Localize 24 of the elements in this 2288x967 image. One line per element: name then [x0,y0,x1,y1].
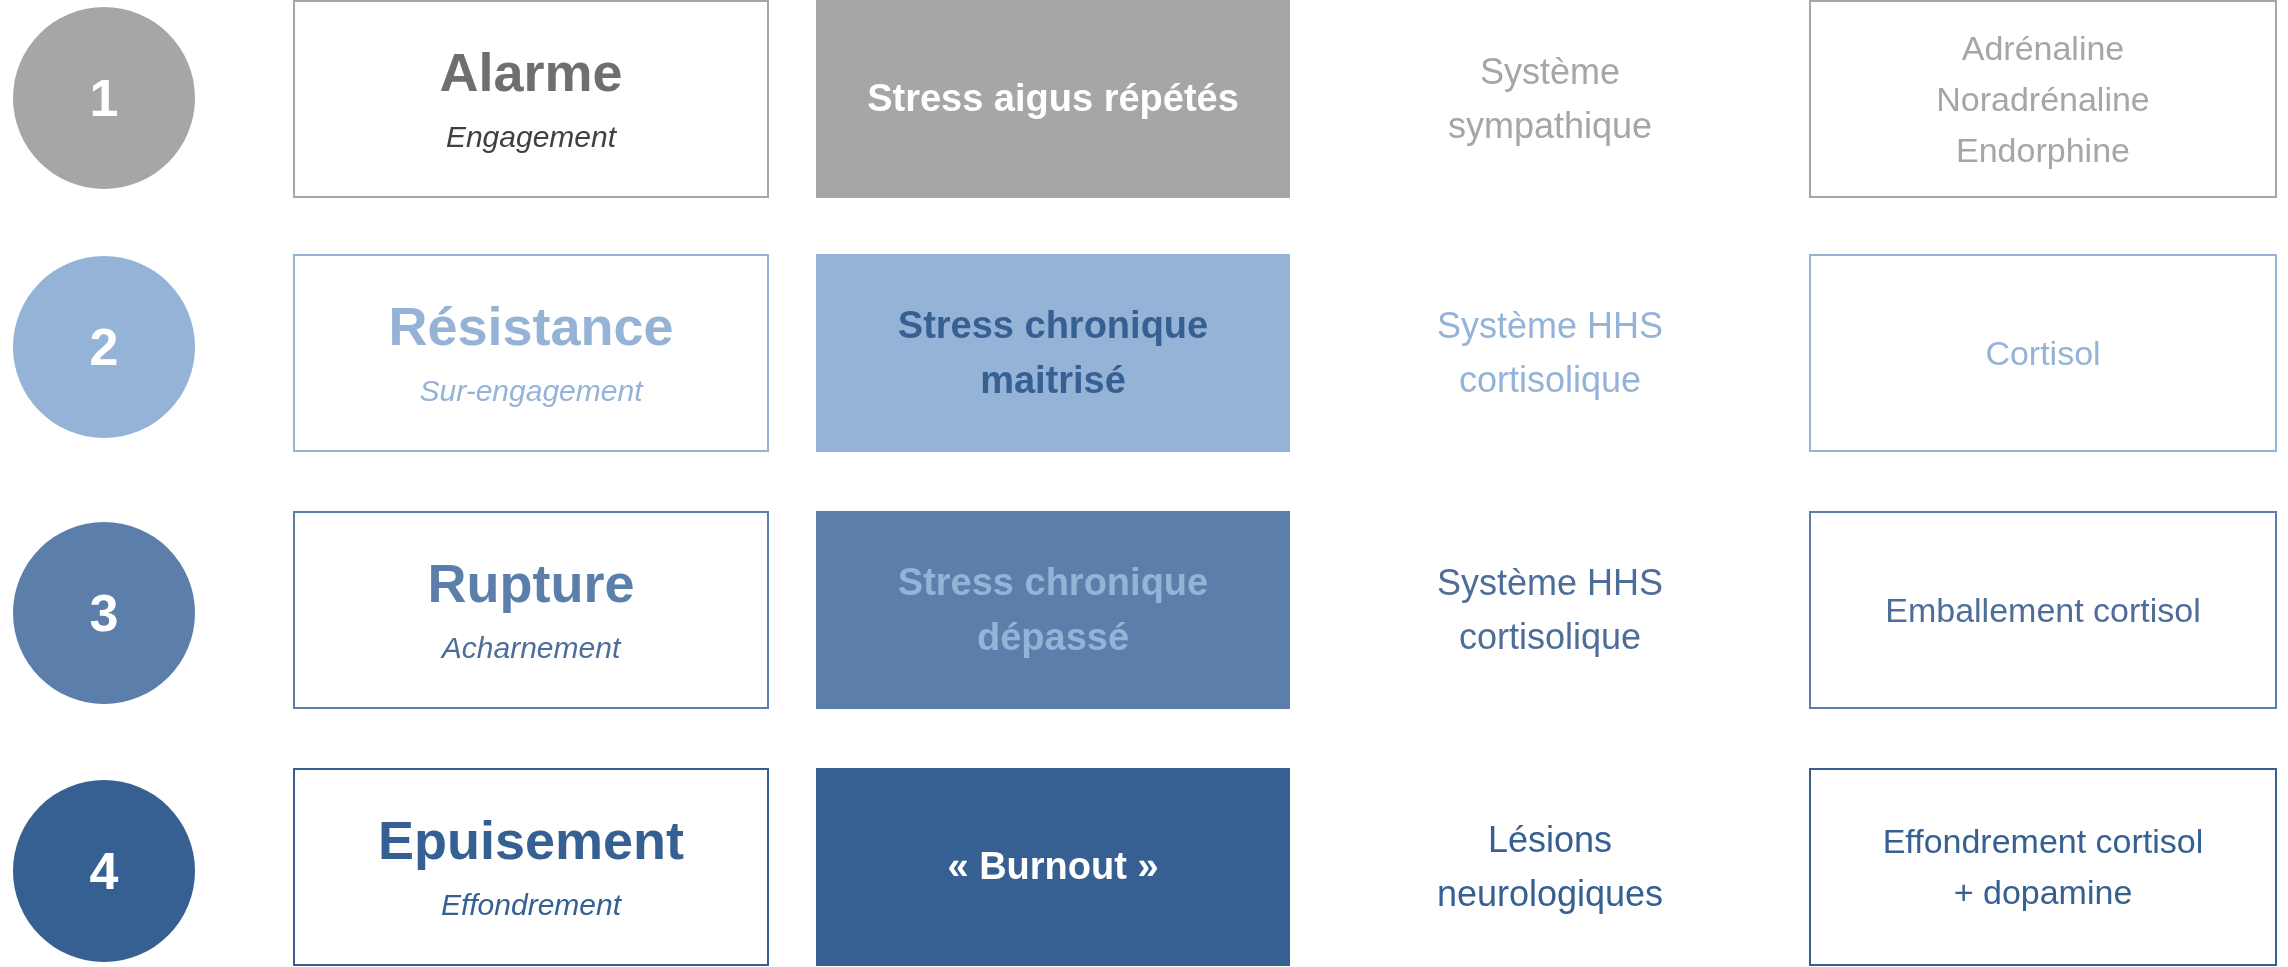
stage-subtitle: Acharnement [441,630,621,667]
system-label: Système HHS cortisolique [1435,304,1665,402]
system-label: Système sympathique [1446,50,1654,148]
stage-subtitle: Engagement [445,119,617,156]
stage-title: Rupture [427,551,635,615]
stage-box [293,0,769,198]
stage-box [293,511,769,709]
system-label: Système HHS cortisolique [1435,561,1665,659]
system-label: Lésions neurologiques [1435,818,1665,916]
stress-box: Stress aigus répétés [816,0,1290,198]
hormone-box: Adrénaline Noradrénaline Endorphine [1809,0,2277,198]
stage-box [293,254,769,452]
hormone-box: Emballement cortisol [1809,511,2277,709]
hormone-box: Cortisol [1809,254,2277,452]
stage-subtitle: Sur-engagement [419,373,643,410]
stress-box: Stress chronique maitrisé [816,254,1290,452]
stress-box: « Burnout » [816,768,1290,966]
stage-subtitle: Effondrement [440,887,622,924]
stage-box [293,768,769,966]
stress-box: Stress chronique dépassé [816,511,1290,709]
stage-title: Epuisement [377,808,685,872]
stage-title: Alarme [439,40,623,104]
hormone-box: Effondrement cortisol + dopamine [1809,768,2277,966]
stage-title: Résistance [388,294,674,358]
